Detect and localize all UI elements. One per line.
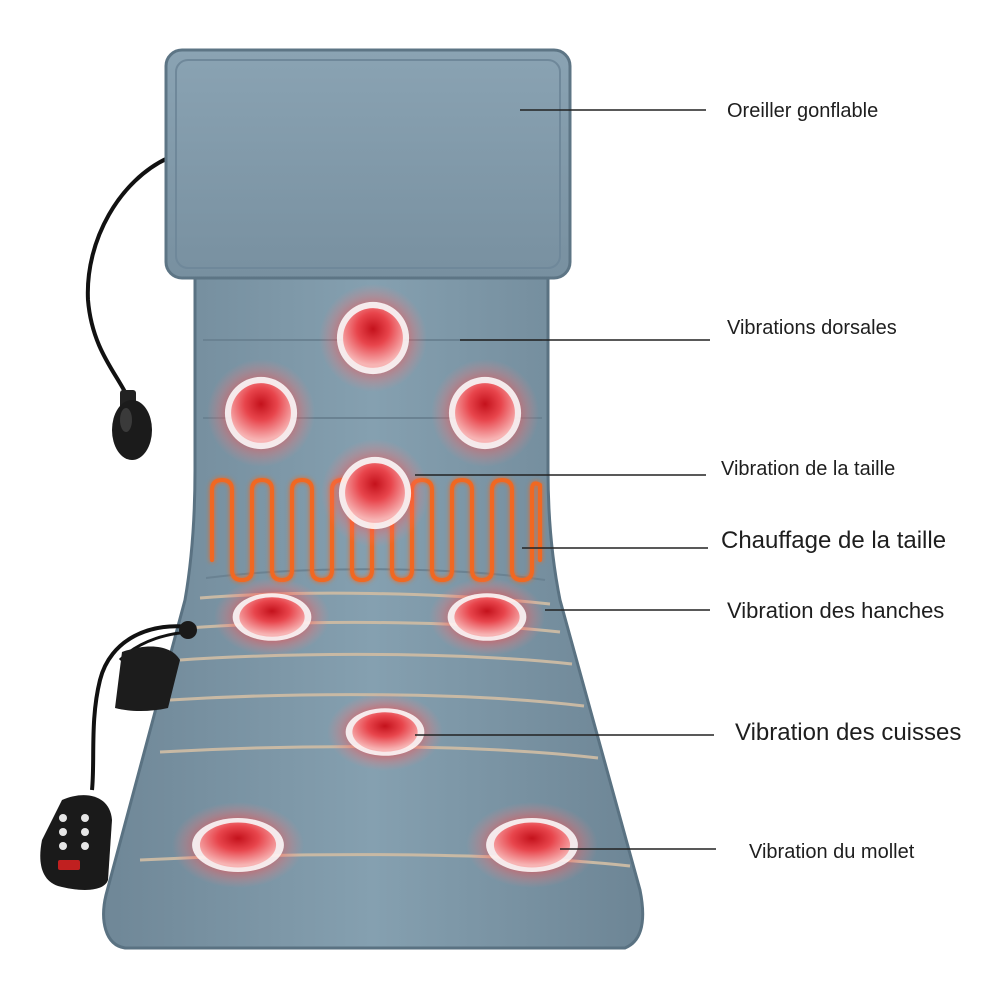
vibration-node-back-left: [207, 359, 315, 467]
label-back-vibration: Vibrations dorsales: [727, 317, 897, 339]
vibration-node-thigh: [327, 693, 443, 771]
vibration-node-waist: [321, 439, 429, 547]
vibration-node-calf-right: [466, 802, 598, 888]
vibration-node-back-right: [431, 359, 539, 467]
cable-connector: [179, 621, 197, 639]
label-inflatable-pillow: Oreiller gonflable: [727, 100, 879, 122]
label-waist-vibration: Vibration de la taille: [721, 458, 896, 480]
leader-lines: [415, 109, 716, 850]
inflatable-pillow: [164, 48, 572, 280]
vibration-node-hip-right: [429, 578, 545, 656]
storage-pouch: [115, 646, 180, 711]
remote-controller: [40, 795, 112, 890]
vibration-node-calf-left: [172, 802, 304, 888]
vibration-node-hip-left: [214, 578, 330, 656]
label-hip-vibration: Vibration des hanches: [727, 598, 945, 623]
vibration-node-back-top: [319, 284, 427, 392]
label-calf-vibration: Vibration du mollet: [749, 841, 915, 863]
controller-cable: [90, 624, 197, 791]
air-hose: [85, 156, 169, 399]
label-thigh-vibration: Vibration des cuisses: [735, 719, 962, 746]
label-waist-heating: Chauffage de la taille: [721, 527, 947, 554]
air-pump-bulb: [112, 390, 152, 460]
